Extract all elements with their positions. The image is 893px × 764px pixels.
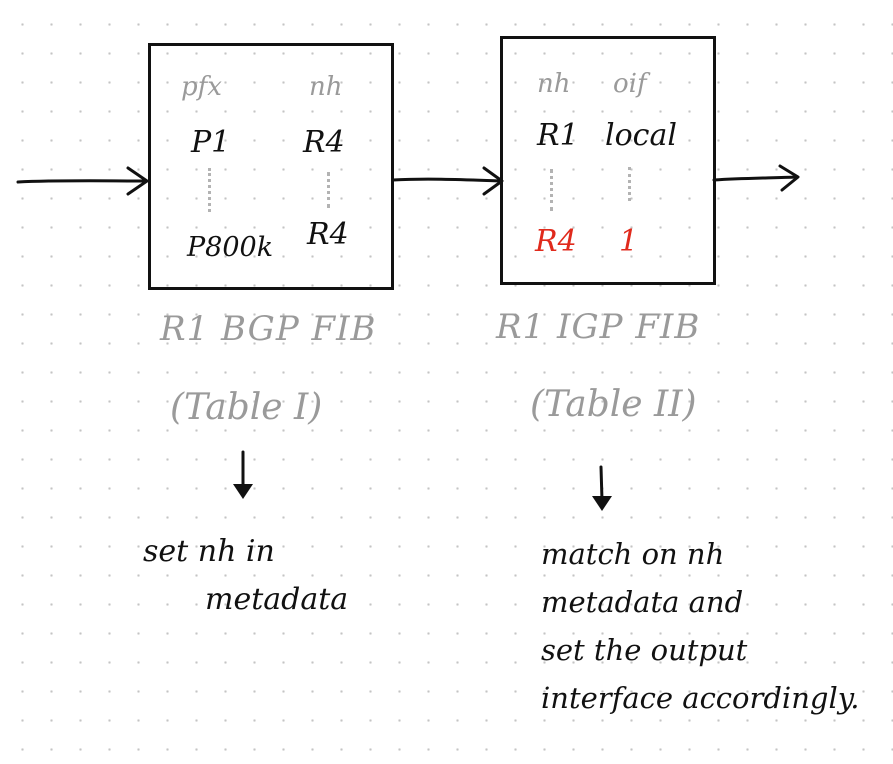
output-arrow-head <box>778 164 800 192</box>
bgp-prefix-ellipsis <box>208 168 211 212</box>
input-arrow <box>16 179 148 184</box>
igp-row-1-oif: local <box>605 118 677 153</box>
input-arrow-head <box>126 166 149 196</box>
output-arrow <box>712 175 798 182</box>
igp-row-2-next-hop: R4 <box>535 224 577 259</box>
bgp-header-prefix: pfx <box>181 72 222 102</box>
igp-note-line-1: match on nh <box>541 537 725 571</box>
bgp-table-name: (Table I) <box>170 387 323 428</box>
bgp-row-2-next-hop: R4 <box>307 217 349 252</box>
bgp-row-1-next-hop: R4 <box>303 125 345 160</box>
igp-fib-table: nh oif R1 local R4 1 <box>500 36 716 285</box>
igp-table-name: (Table II) <box>530 384 697 425</box>
down-arrow-igp-head <box>592 496 612 511</box>
bgp-row-2-prefix: P800k <box>187 232 274 263</box>
bgp-fib-title: R1 BGP FIB <box>160 309 377 349</box>
down-arrow-bgp-head <box>233 484 253 499</box>
down-arrow-igp <box>599 465 604 502</box>
link-arrow <box>391 177 502 183</box>
bgp-row-1-prefix: P1 <box>191 125 231 160</box>
igp-row-2-oif: 1 <box>619 224 639 259</box>
bgp-header-next-hop: nh <box>309 72 343 102</box>
igp-note-line-2: metadata and <box>541 585 744 619</box>
bgp-note: set nh in metadata <box>143 528 348 624</box>
bgp-note-line-1: set nh in <box>143 534 275 569</box>
bgp-note-line-2: metadata <box>205 582 349 617</box>
igp-note-line-3: set the output <box>541 633 748 667</box>
igp-note-line-4: interface accordingly. <box>541 681 860 715</box>
igp-header-next-hop: nh <box>537 69 571 99</box>
igp-oif-ellipsis <box>628 167 631 201</box>
bgp-fib-table: pfx nh P1 R4 P800k R4 <box>148 43 394 290</box>
igp-fib-title: R1 IGP FIB <box>496 307 701 347</box>
igp-note: match on nh metadata and set the output … <box>541 530 859 722</box>
igp-header-oif: oif <box>613 69 647 99</box>
igp-row-1-next-hop: R1 <box>537 118 579 153</box>
bgp-nh-ellipsis <box>327 172 330 208</box>
igp-nh-ellipsis <box>550 169 553 211</box>
